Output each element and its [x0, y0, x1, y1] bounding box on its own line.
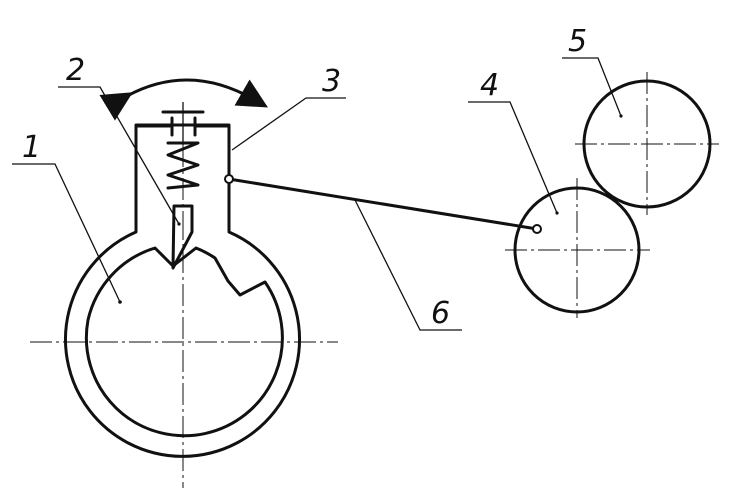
rod-pin-left [224, 174, 234, 184]
leader-5 [562, 57, 622, 117]
pawl-housing [134, 102, 231, 280]
label-part-3: 3 [322, 64, 341, 99]
spring [166, 141, 200, 190]
leader-1 [12, 163, 121, 303]
leader-4 [468, 101, 558, 214]
roller-5 [575, 72, 719, 215]
leader-2 [58, 86, 180, 225]
rod-pin-right [532, 224, 542, 234]
label-part-1: 1 [22, 130, 41, 165]
ratchet-wheel-teeth [84, 246, 284, 438]
part-labels: 1 2 3 4 5 6 [22, 24, 587, 331]
roller-4 [505, 178, 650, 318]
label-part-5: 5 [568, 24, 587, 59]
swing-arrow [99, 78, 268, 121]
label-part-2: 2 [66, 53, 85, 88]
connecting-rod [224, 174, 542, 234]
ratchet-wheel-assembly [30, 123, 338, 488]
label-part-6: 6 [431, 296, 450, 331]
leader-lines [12, 57, 622, 331]
housing-outline [64, 123, 301, 458]
leader-6 [354, 199, 462, 331]
label-part-4: 4 [480, 68, 499, 103]
pawl [171, 204, 194, 270]
leader-3 [231, 97, 346, 151]
rod-line [227, 177, 539, 231]
